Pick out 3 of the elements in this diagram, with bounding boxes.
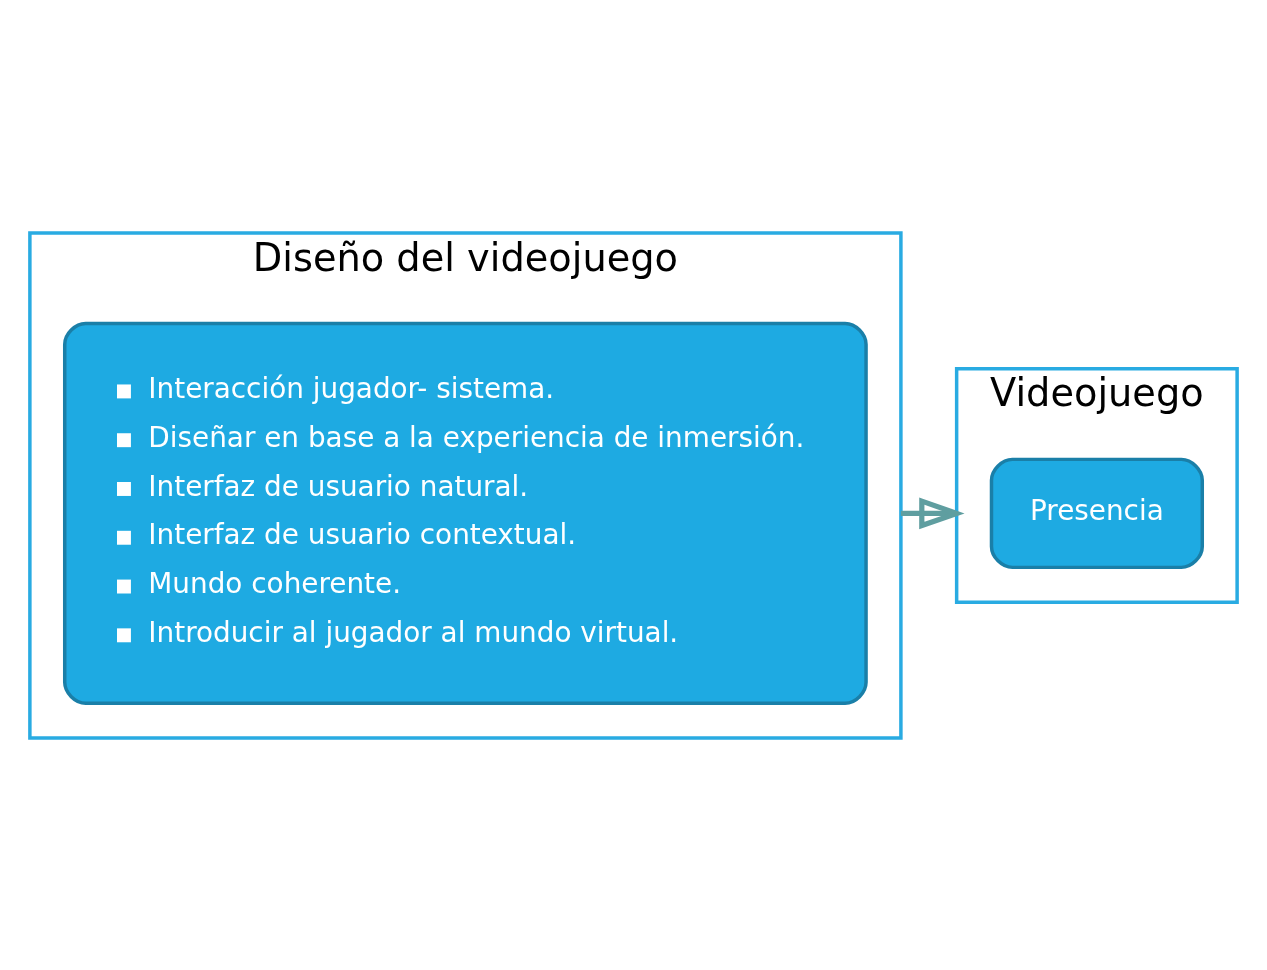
arrow	[900, 496, 965, 529]
node-box: Presencia	[989, 457, 1204, 569]
node-box: Interacción jugador- sistema. Diseñar en base a la experiencia de inmersión. Interfaz de usuario natural. Interfaz de usuario contextual. Mundo coherente. Introducir al jugador al mundo virtual.	[63, 321, 868, 705]
